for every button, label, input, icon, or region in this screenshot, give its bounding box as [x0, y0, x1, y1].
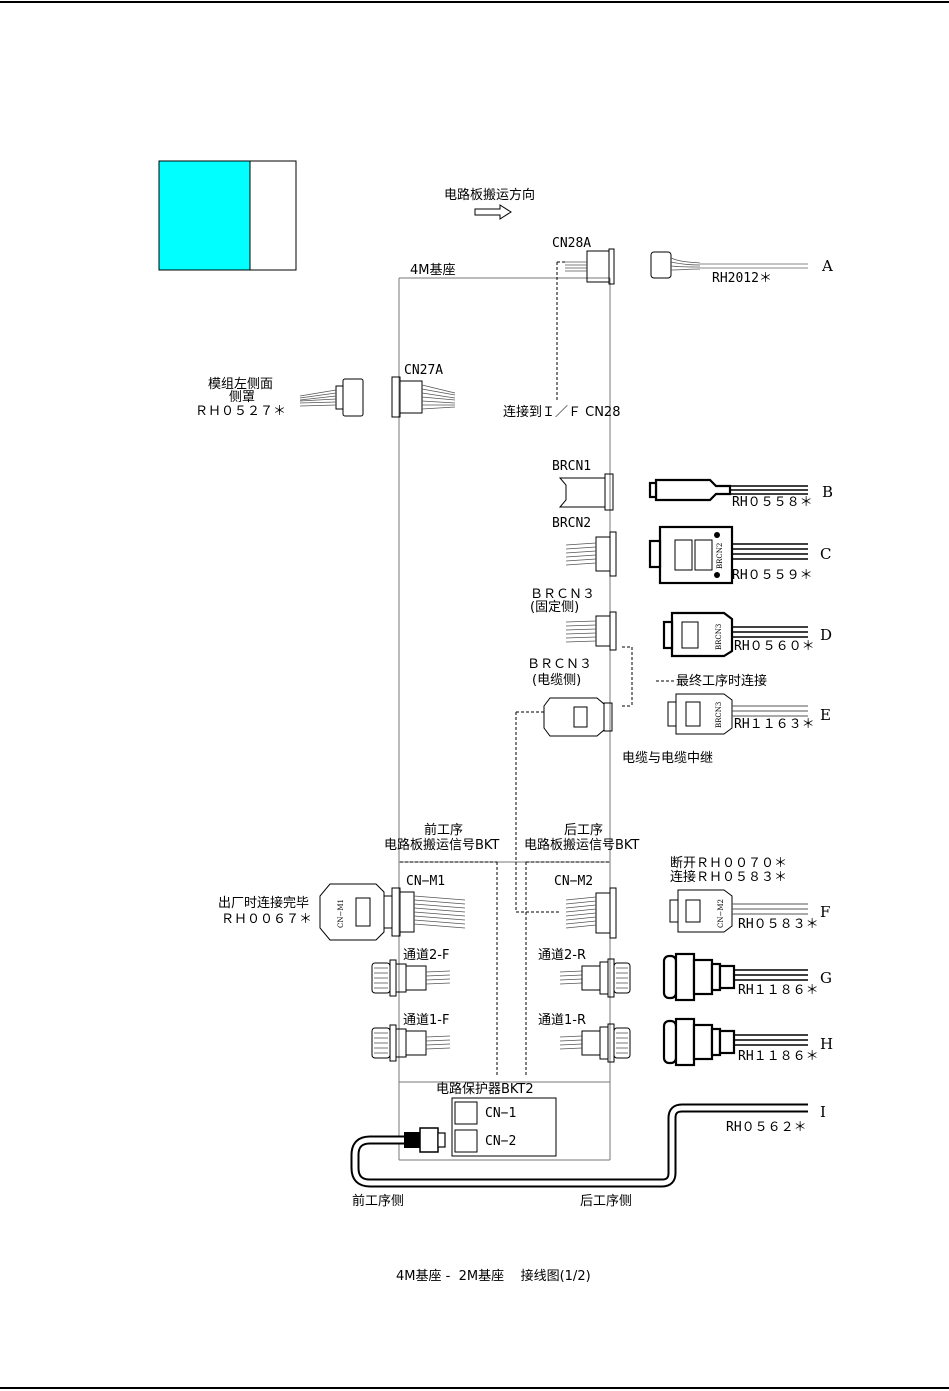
brcn3-fixed-connector: [565, 611, 617, 651]
connect-if-label: 连接到Ｉ／Ｆ CN28: [503, 404, 620, 420]
ch1r-connector: [559, 1023, 631, 1063]
left-cover-line1: 模组左侧面: [208, 377, 273, 392]
disconnect-line1: 断开ＲＨ００７０＊: [670, 856, 787, 871]
cn2-label: CN−2: [485, 1134, 516, 1149]
cable-g-letter: G: [820, 969, 832, 987]
cable-h-connector: [662, 1017, 808, 1067]
cable-d-code: RH０５６０＊: [734, 639, 815, 654]
cn-m1-rotated-label: CN−M1: [337, 899, 345, 928]
base-label: 4M基座: [410, 263, 456, 278]
left-cover-code: ＲＨ０５２７＊: [195, 404, 286, 419]
direction-label: 电路板搬运方向: [444, 187, 535, 203]
cable-e-letter: E: [820, 706, 831, 724]
front-side-label: 前工序侧: [352, 1193, 404, 1209]
left-cover-connector: [299, 378, 364, 417]
cn-m2-label: CN−M2: [554, 874, 593, 889]
ch2r-connector: [559, 958, 631, 998]
cable-c-letter: C: [820, 545, 831, 563]
cn27a-connector: [391, 376, 456, 418]
front-bkt-line2: 电路板搬运信号BKT: [384, 837, 499, 853]
final-connect-label: 最终工序时连接: [676, 673, 767, 689]
cn-m2-connector: [565, 887, 617, 939]
cable-h-letter: H: [820, 1035, 833, 1053]
front-bkt-line1: 前工序: [424, 822, 463, 838]
cable-f-code: RH０５８３＊: [738, 917, 819, 932]
factory-m1-connector: [319, 883, 393, 941]
cable-a-code: RH2012＊: [712, 271, 772, 286]
cable-g-code: RH１１８６＊: [738, 983, 819, 998]
cable-i-code: RH０５６２＊: [726, 1120, 807, 1135]
factory-connected-code: ＲＨ００６７＊: [221, 912, 312, 927]
cable-d-letter: D: [820, 626, 832, 644]
disconnect-line2: 连接ＲＨ０５８３＊: [670, 869, 787, 885]
protector-label: 电路保护器BKT2: [436, 1081, 534, 1097]
rear-side-label: 后工序侧: [580, 1194, 632, 1209]
cn-m1-connector: [391, 887, 466, 937]
cable-c-connector: [648, 525, 808, 585]
brcn1-connector: [558, 473, 614, 511]
brcn3-rotated-label-e: BRCN3: [715, 702, 723, 728]
ch2r-label: 通道2-R: [538, 948, 586, 963]
cable-a-connector: [650, 251, 808, 279]
diagram-caption: 4M基座 - 2M基座 接线图(1/2): [396, 1268, 591, 1284]
brcn3-fixed-line2: (固定侧): [530, 600, 579, 615]
cable-f-letter: F: [820, 903, 830, 921]
cable-b-code: RH０５５８＊: [732, 495, 813, 510]
cable-g-connector: [662, 952, 808, 1002]
brcn3-fixed-line1: ＢＲＣＮ３: [530, 587, 595, 602]
cable-e-connector: [667, 693, 808, 735]
cable-a-letter: A: [821, 257, 833, 275]
ch2f-connector: [371, 959, 451, 997]
direction-arrow-icon: [474, 204, 512, 220]
cable-f-connector: [669, 889, 808, 933]
cable-b-letter: B: [822, 483, 833, 501]
cable-relay-label: 电缆与电缆中继: [622, 750, 713, 766]
brcn1-label: BRCN1: [552, 459, 591, 474]
protector-box: [451, 1097, 557, 1157]
cable-h-code: RH１１８６＊: [738, 1049, 819, 1064]
cn-m1-label: CN−M1: [406, 874, 445, 889]
base-frame: [398, 277, 611, 1161]
cable-d-connector: [662, 611, 808, 658]
cn1-socket: [454, 1101, 478, 1125]
cn28a-label: CN28A: [552, 236, 591, 251]
cn-m2-rotated-label: CN−M2: [717, 899, 725, 928]
brcn3-cable-line2: (电缆侧): [532, 672, 581, 688]
cable-i-letter: I: [820, 1103, 826, 1121]
cn28a-connector: [565, 248, 615, 285]
brcn3-rotated-label-d: BRCN3: [715, 624, 723, 650]
brcn2-label: BRCN2: [552, 516, 591, 531]
brcn3-cable-connector: [543, 697, 613, 737]
cable-c-code: RH０５５９＊: [732, 568, 813, 583]
cable-b-connector: [648, 478, 808, 502]
ch1f-connector: [371, 1024, 451, 1062]
cable-i-plug: [404, 1127, 446, 1153]
ch1f-label: 通道1-F: [403, 1013, 449, 1028]
cable-i-loop: [350, 1103, 808, 1188]
left-cover-line2: 侧罩: [229, 390, 255, 405]
cn2-socket: [454, 1129, 478, 1153]
factory-connected-line1: 出厂时连接完毕: [218, 895, 309, 911]
cable-e-code: RH１１６３＊: [734, 717, 815, 732]
ch1r-label: 通道1-R: [538, 1013, 586, 1028]
cn1-label: CN−1: [485, 1106, 516, 1121]
rear-bkt-line2: 电路板搬运信号BKT: [524, 837, 639, 853]
rear-bkt-line1: 后工序: [564, 823, 603, 838]
cn27a-label: CN27A: [404, 363, 443, 378]
brcn2-connector: [565, 531, 617, 577]
ch2f-label: 通道2-F: [403, 948, 449, 963]
brcn2-rotated-label: BRCN2: [716, 543, 724, 569]
brcn3-cable-line1: ＢＲＣＮ３: [527, 657, 592, 672]
color-legend-block: [158, 160, 297, 271]
